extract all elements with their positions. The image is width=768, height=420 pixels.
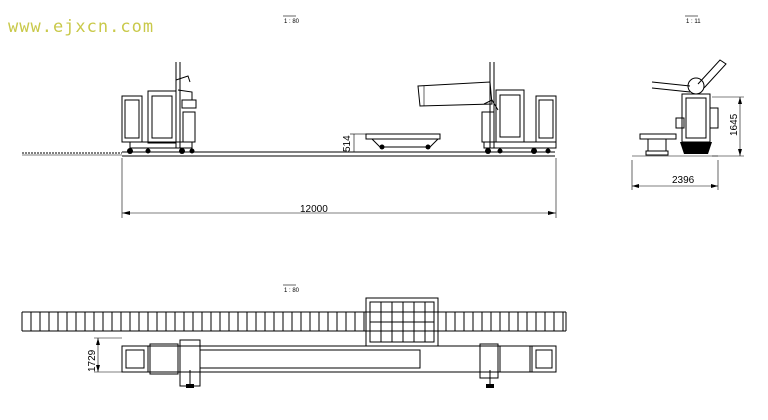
- cart-height-value: 514: [342, 135, 353, 152]
- front-view: 1 : 80: [22, 15, 557, 218]
- overall-length-dimension: 12000: [121, 158, 557, 218]
- left-machine-front: [121, 62, 197, 154]
- plan-transfer-cart: [365, 297, 439, 347]
- plan-width-dimension: 1729: [87, 337, 122, 373]
- front-view-scale-label: 1 : 80: [284, 19, 300, 25]
- plan-view: 1 : 80: [21, 284, 567, 388]
- side-height-value: 1645: [729, 113, 740, 136]
- cart-height-dimension: 514: [342, 133, 366, 153]
- side-height-dimension: 1645: [712, 96, 744, 157]
- side-view-scale-label: 1 : 11: [686, 19, 701, 25]
- overall-length-value: 12000: [300, 204, 328, 215]
- plan-view-scale-label: 1 : 80: [284, 288, 300, 294]
- plan-machine-body: [121, 339, 557, 388]
- side-width-dimension: 2396: [631, 160, 719, 190]
- transfer-cart-front: [365, 133, 441, 150]
- watermark-text: www.ejxcn.com: [8, 17, 154, 37]
- plan-width-value: 1729: [87, 349, 98, 372]
- side-width-value: 2396: [672, 175, 695, 186]
- right-machine-front: [417, 62, 557, 154]
- side-view: 1 : 11 1645 23: [631, 15, 744, 190]
- plan-track: [21, 311, 567, 332]
